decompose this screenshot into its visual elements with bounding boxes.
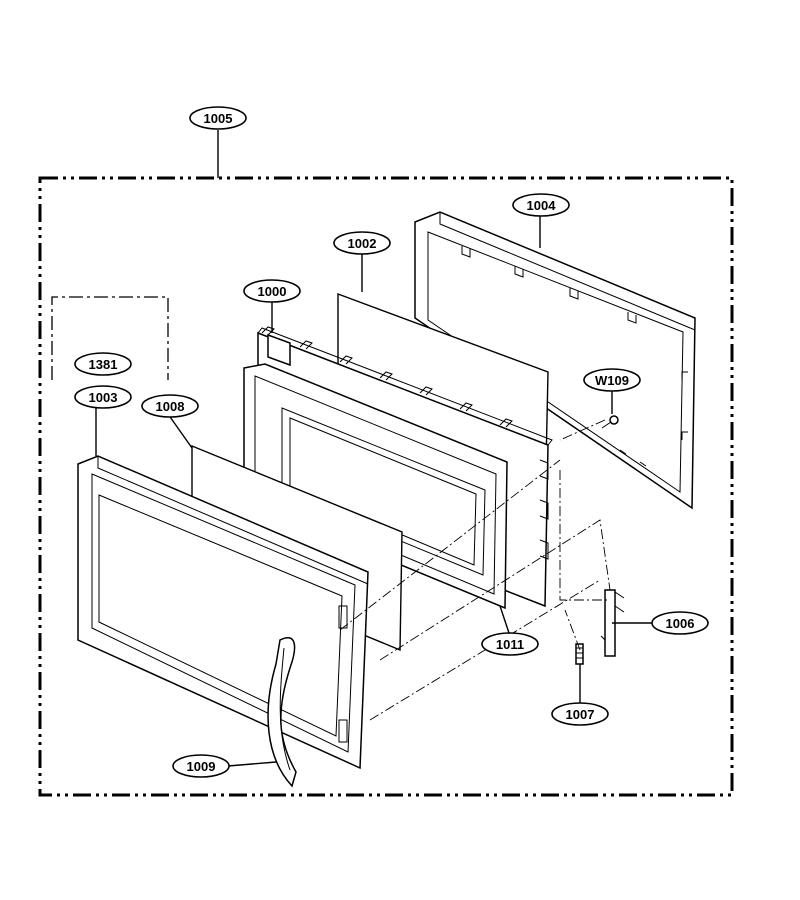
svg-text:1011: 1011: [496, 637, 524, 652]
callout-1004: 1004: [512, 193, 570, 217]
svg-text:1005: 1005: [204, 111, 233, 126]
callout-w109: W109: [583, 368, 641, 392]
part-1003-outer-door: [77, 455, 369, 770]
callout-1000: 1000: [243, 279, 301, 303]
callout-1008: 1008: [141, 394, 199, 418]
svg-text:1004: 1004: [527, 198, 557, 213]
callout-1007: 1007: [551, 702, 609, 726]
callout-1002: 1002: [333, 231, 391, 255]
svg-text:1009: 1009: [187, 759, 216, 774]
svg-text:1000: 1000: [258, 284, 287, 299]
part-1009-handle: [267, 637, 297, 788]
part-w109-screw: [601, 415, 619, 429]
part-1004-door-frame: [414, 211, 696, 510]
leader-lines: [95, 130, 655, 767]
svg-text:W109: W109: [595, 373, 629, 388]
svg-text:1007: 1007: [566, 707, 595, 722]
svg-text:1006: 1006: [666, 616, 695, 631]
callout-1011: 1011: [481, 632, 539, 656]
svg-text:1008: 1008: [156, 399, 185, 414]
svg-text:1003: 1003: [89, 390, 118, 405]
part-1007-spring: [575, 643, 584, 665]
callout-1006: 1006: [651, 611, 709, 635]
callout-1005: 1005: [189, 106, 247, 130]
callout-1009: 1009: [172, 754, 230, 778]
svg-text:1381: 1381: [89, 357, 118, 372]
callout-1381: 1381: [74, 352, 132, 376]
callout-1003: 1003: [74, 385, 132, 409]
svg-text:1002: 1002: [348, 236, 377, 251]
assembly-boundary: [38, 176, 734, 797]
